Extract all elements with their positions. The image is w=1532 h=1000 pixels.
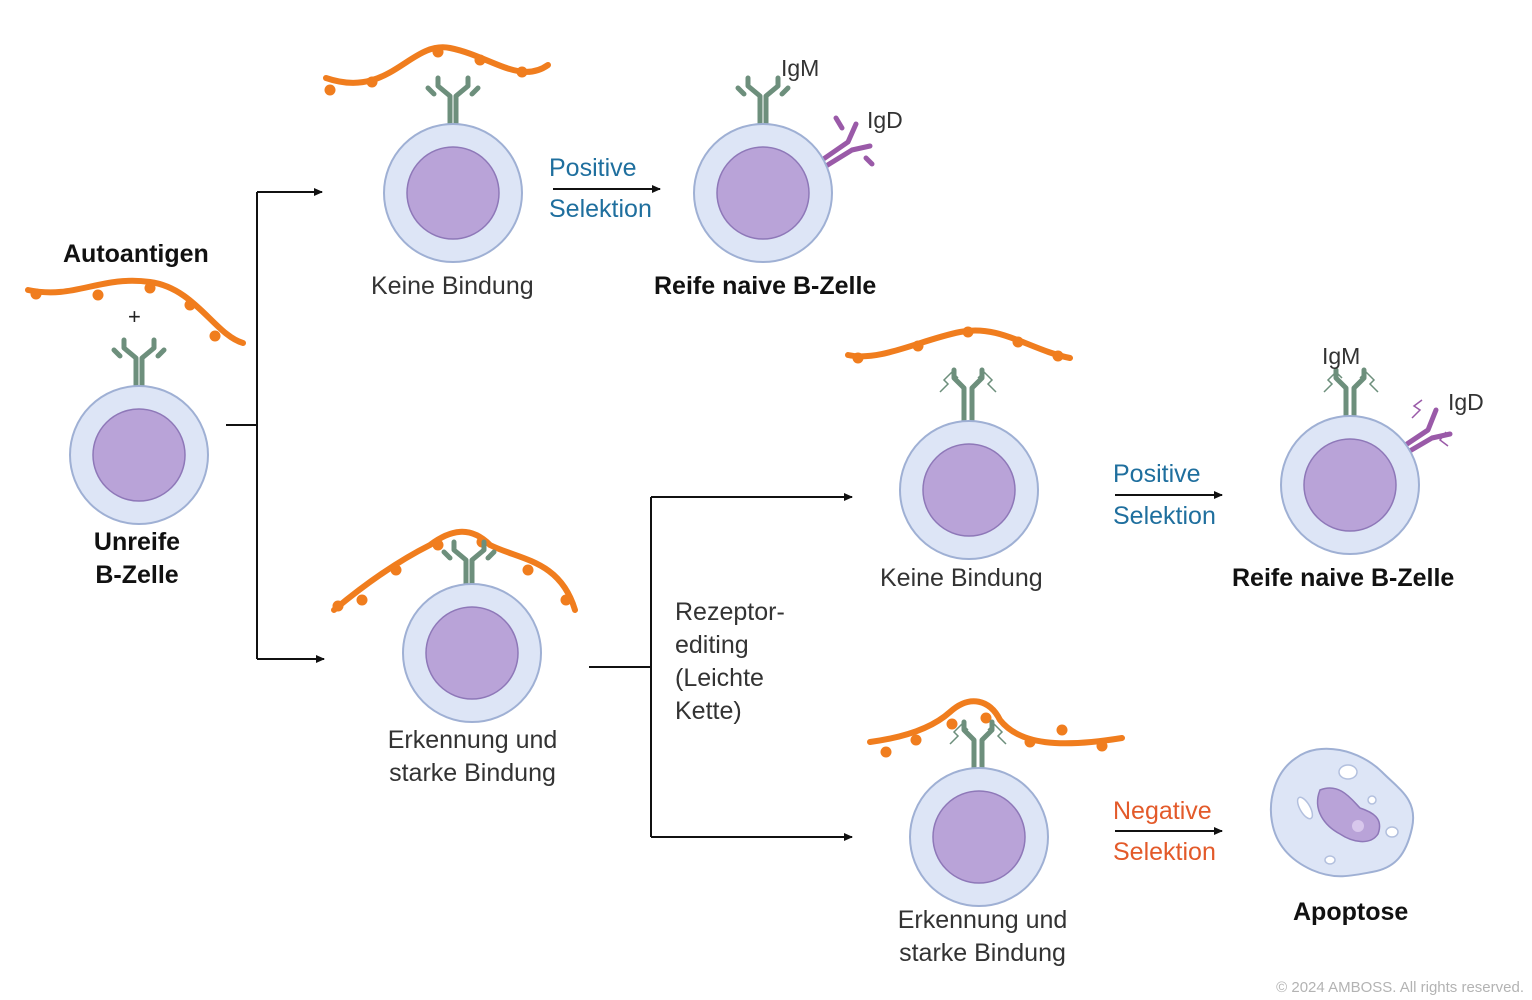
igd-label-1: IgD bbox=[867, 107, 903, 133]
b-cell-strong-binding bbox=[402, 539, 542, 723]
autoantigen-strand-bound bbox=[331, 528, 578, 613]
editing-line1: Rezeptor- bbox=[675, 598, 785, 626]
b-cell-no-binding bbox=[383, 75, 523, 263]
strong-binding-1-line1: Erkennung und bbox=[387, 726, 558, 754]
strong-binding-label-1: Erkennung und starke Bindung bbox=[375, 724, 570, 790]
igm-receptor-icon bbox=[441, 539, 497, 591]
edited-light-chain-icon bbox=[939, 370, 997, 393]
igm-receptor-icon bbox=[735, 75, 791, 131]
strong-binding-2-line1: Erkennung und bbox=[897, 906, 1068, 934]
autoantigen-strand-mid bbox=[845, 326, 1073, 364]
immature-b-cell bbox=[69, 337, 209, 525]
plus-sign: + bbox=[128, 304, 141, 329]
positive-selection-2-word1: Positive bbox=[1113, 460, 1201, 488]
igm-label-2: IgM bbox=[1322, 343, 1361, 369]
immature-label-line1: Unreife bbox=[93, 528, 181, 556]
negative-selection-word2: Selektion bbox=[1113, 838, 1216, 866]
b-cell-edited-no-binding bbox=[899, 367, 1039, 560]
mature-naive-b-cell-2 bbox=[1280, 367, 1453, 555]
autoantigen-label: Autoantigen bbox=[63, 240, 209, 268]
no-binding-label-2: Keine Bindung bbox=[880, 564, 1043, 592]
positive-selection-2-word2: Selektion bbox=[1113, 502, 1216, 530]
igd-receptor-icon bbox=[819, 115, 875, 169]
positive-selection-1-word1: Positive bbox=[549, 154, 637, 182]
igd-label-2: IgD bbox=[1448, 389, 1484, 415]
editing-line2: editing bbox=[675, 631, 749, 659]
apoptotic-cell bbox=[1269, 747, 1415, 878]
receptor-editing-label: Rezeptor- editing (Leichte Kette) bbox=[675, 596, 785, 728]
strong-binding-label-2: Erkennung und starke Bindung bbox=[885, 904, 1080, 970]
apoptosis-label: Apoptose bbox=[1293, 898, 1409, 926]
negative-selection-word1: Negative bbox=[1113, 797, 1212, 825]
immature-label-line2: B-Zelle bbox=[95, 561, 179, 589]
igm-receptor-icon bbox=[111, 337, 167, 393]
b-cell-edited-strong-binding bbox=[909, 719, 1049, 907]
igd-receptor-icon bbox=[1401, 407, 1453, 455]
mature-naive-b-cell-label-2: Reife naive B-Zelle bbox=[1232, 564, 1455, 592]
mature-naive-b-cell-1 bbox=[693, 75, 875, 263]
connector-lines bbox=[226, 185, 1223, 841]
igm-label-1: IgM bbox=[781, 55, 820, 81]
immature-b-cell-label: Unreife B-Zelle bbox=[72, 526, 202, 592]
igm-receptor-icon bbox=[425, 75, 481, 131]
positive-selection-1-word2: Selektion bbox=[549, 195, 652, 223]
igm-receptor-edited-icon bbox=[951, 367, 985, 428]
no-binding-label-1: Keine Bindung bbox=[371, 272, 534, 300]
strong-binding-1-line2: starke Bindung bbox=[389, 759, 556, 787]
editing-line4: Kette) bbox=[675, 697, 742, 725]
editing-line3: (Leichte bbox=[675, 664, 764, 692]
copyright-notice: © 2024 AMBOSS. All rights reserved. bbox=[1276, 979, 1524, 996]
autoantigen-strand-bound-2 bbox=[867, 698, 1125, 758]
mature-naive-b-cell-label-1: Reife naive B-Zelle bbox=[654, 272, 877, 300]
autoantigen-strand-top bbox=[323, 44, 551, 96]
strong-binding-2-line2: starke Bindung bbox=[899, 939, 1066, 967]
autoantigen-strand bbox=[25, 277, 246, 346]
